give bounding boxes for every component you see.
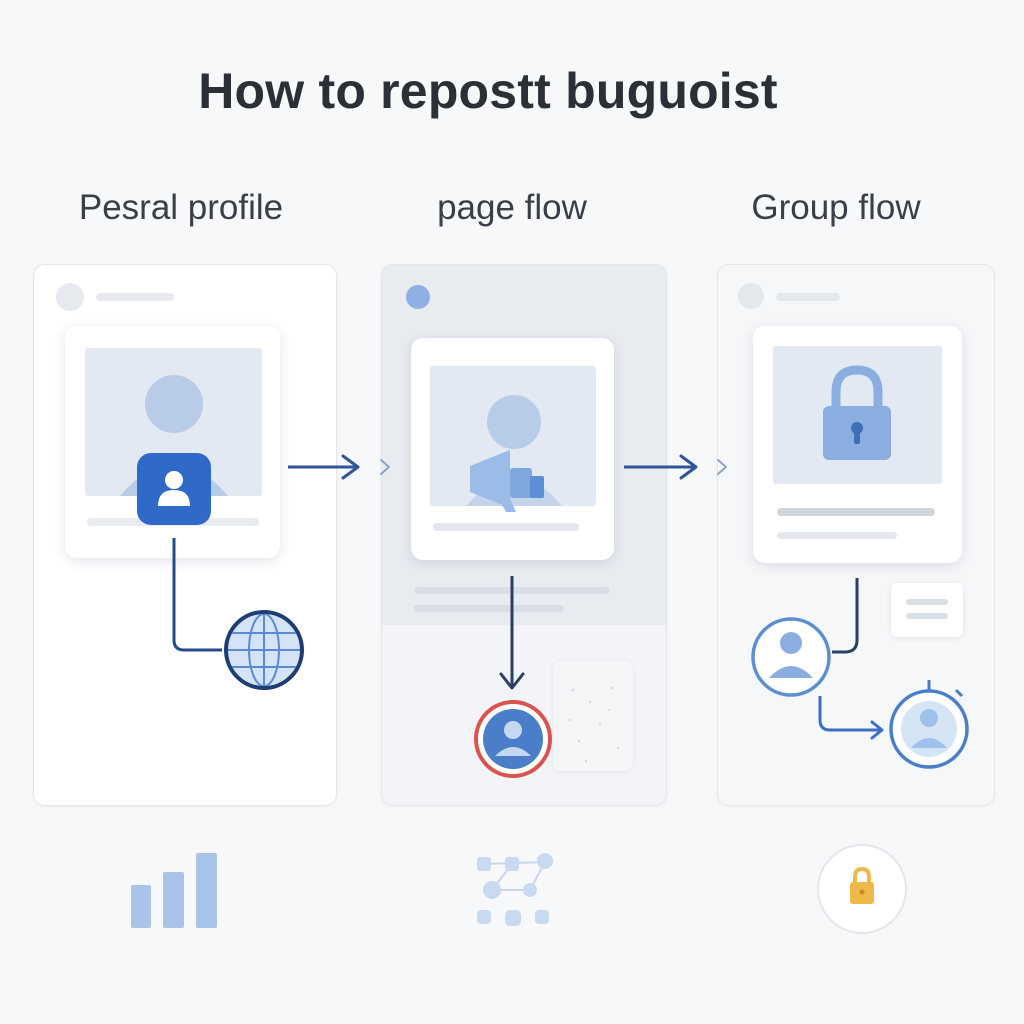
group-members-icon: [751, 617, 831, 697]
page-title: How to repostt buguoist: [198, 63, 778, 119]
lock-icon: [823, 365, 891, 460]
avatar-placeholder: [56, 283, 84, 311]
flow-arrow: [288, 454, 390, 480]
avatar-placeholder: [738, 283, 764, 309]
network-nodes-icon: [477, 853, 553, 926]
snippet-line: [906, 613, 948, 619]
timer-member-icon: [889, 680, 969, 769]
snippet-line: [906, 599, 948, 605]
message-snippet-card: [891, 583, 963, 637]
texture-placeholder-tile: [553, 661, 633, 771]
globe-icon: [224, 610, 304, 690]
card-text-line: [777, 508, 935, 516]
card-text-line: [777, 532, 897, 539]
texture-specks: [568, 686, 620, 763]
column-label-page-flow: page flow: [437, 188, 587, 227]
header-placeholder-bar: [776, 293, 840, 301]
page-text-line: [414, 605, 564, 612]
page-avatar-dot: [406, 285, 430, 309]
person-badge-icon: [137, 453, 211, 525]
card-text-line: [433, 523, 579, 531]
flow-arrow: [624, 454, 727, 480]
megaphone-icon: [470, 450, 544, 512]
header-placeholder-bar: [96, 293, 174, 301]
bar-chart-icon: [131, 853, 217, 928]
column-label-personal-profile: Pesral profile: [78, 188, 284, 227]
flow-arrow-down: [499, 576, 525, 690]
column-label-group-flow: Group flow: [751, 188, 921, 227]
connector-line: [832, 578, 859, 654]
connector-line: [818, 696, 880, 732]
connector-line: [172, 538, 222, 652]
avatar-icon: [474, 700, 552, 778]
connector-arrowhead: [870, 720, 884, 740]
footer-lock-icon: [817, 844, 907, 934]
